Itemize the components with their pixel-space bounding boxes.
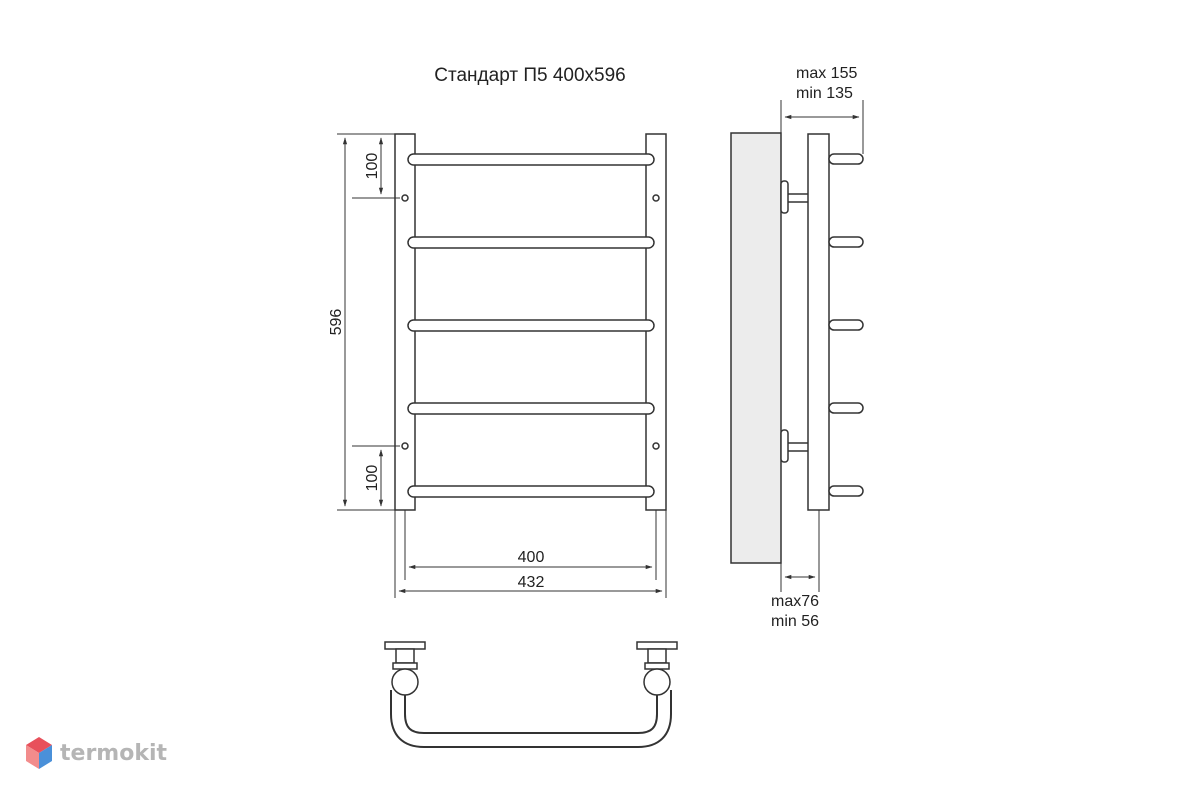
rung: [407, 236, 655, 249]
mount-ball: [391, 668, 419, 696]
mount-stem: [647, 648, 667, 664]
bracket: [785, 193, 811, 203]
side-dimensions: [780, 100, 864, 592]
dim-bracket-max: max76: [771, 593, 819, 610]
rung-end: [828, 319, 864, 331]
termokit-watermark: termokit: [24, 736, 167, 770]
rung-end: [828, 402, 864, 414]
front-view: [394, 133, 667, 511]
mount-hole: [652, 194, 660, 202]
bottom-view: [384, 641, 678, 748]
dim-height: 596: [328, 309, 345, 336]
dim-bottom-spacing: 100: [364, 465, 381, 492]
drawing-title: Стандарт П5 400x596: [434, 65, 625, 86]
side-post: [807, 133, 830, 511]
mount-ball: [643, 668, 671, 696]
rung: [407, 319, 655, 332]
termokit-logo-icon: [26, 737, 52, 769]
front-dimensions: [337, 133, 667, 598]
side-view: [730, 132, 864, 564]
rung: [407, 485, 655, 498]
bracket-flange: [780, 180, 789, 214]
rung-end: [828, 236, 864, 248]
mount-hole: [652, 442, 660, 450]
mount-hole: [401, 194, 409, 202]
dim-outer-width: 432: [518, 574, 545, 591]
mount-stem: [395, 648, 415, 664]
wall-plate: [384, 641, 426, 650]
mount-nut: [644, 662, 670, 670]
dim-wall-offset-min: min 135: [796, 85, 853, 102]
watermark-text: termokit: [60, 740, 168, 766]
rung: [407, 402, 655, 415]
bracket: [785, 442, 811, 452]
bracket-flange: [780, 429, 789, 463]
dim-top-spacing: 100: [364, 153, 381, 180]
dim-bracket-min: min 56: [771, 613, 819, 630]
mount-hole: [401, 442, 409, 450]
rung-end: [828, 485, 864, 497]
wall: [730, 132, 782, 564]
dim-inner-width: 400: [518, 549, 545, 566]
rung: [407, 153, 655, 166]
mount-nut: [392, 662, 418, 670]
rung-end: [828, 153, 864, 165]
dim-wall-offset-max: max 155: [796, 65, 857, 82]
wall-plate: [636, 641, 678, 650]
